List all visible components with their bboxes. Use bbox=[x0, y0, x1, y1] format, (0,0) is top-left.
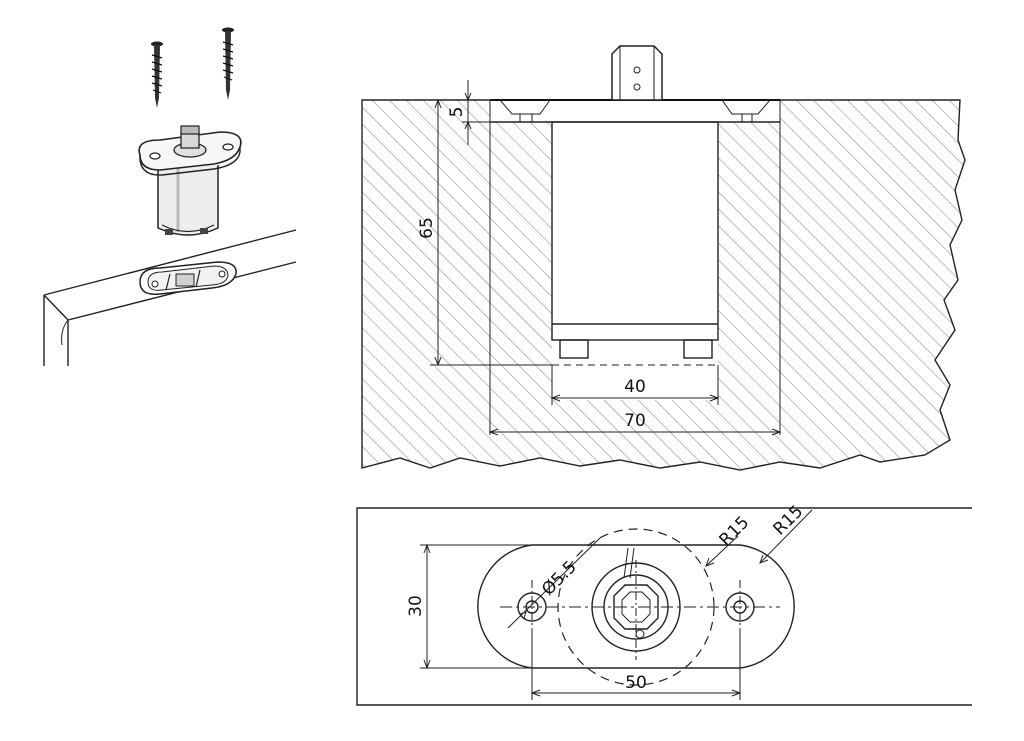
dim-height-label: 30 bbox=[406, 595, 426, 617]
dim-50: 50 bbox=[530, 634, 742, 700]
spindle-top bbox=[611, 45, 663, 101]
isometric-illustration bbox=[43, 27, 297, 366]
dim-radius-inner: R15 bbox=[705, 513, 753, 567]
dim-depth-top-label: 5 bbox=[447, 107, 467, 118]
dim-5: 5 bbox=[447, 80, 492, 145]
door-edge bbox=[43, 229, 297, 366]
dim-65: 65 bbox=[417, 98, 552, 367]
dim-radius-outer-label: R15 bbox=[770, 502, 808, 540]
dim-hole-spacing-label: 50 bbox=[625, 673, 647, 693]
mechanism-body bbox=[138, 125, 242, 236]
plan-view: 30 Ø5.5 R15 R15 50 bbox=[356, 502, 972, 706]
screw-left bbox=[151, 41, 163, 108]
dim-radius-outer: R15 bbox=[759, 502, 813, 564]
dim-hole: Ø5.5 bbox=[507, 537, 601, 629]
dim-depth-label: 65 bbox=[417, 217, 437, 239]
dim-inner-width-label: 40 bbox=[624, 377, 646, 397]
dim-outer-width-label: 70 bbox=[624, 411, 646, 431]
dim-40: 40 bbox=[550, 365, 720, 405]
screw-right bbox=[222, 27, 234, 100]
dim-70: 70 bbox=[488, 411, 782, 436]
section-view: 5 65 40 70 bbox=[361, 45, 966, 471]
dim-30: 30 bbox=[406, 543, 532, 670]
